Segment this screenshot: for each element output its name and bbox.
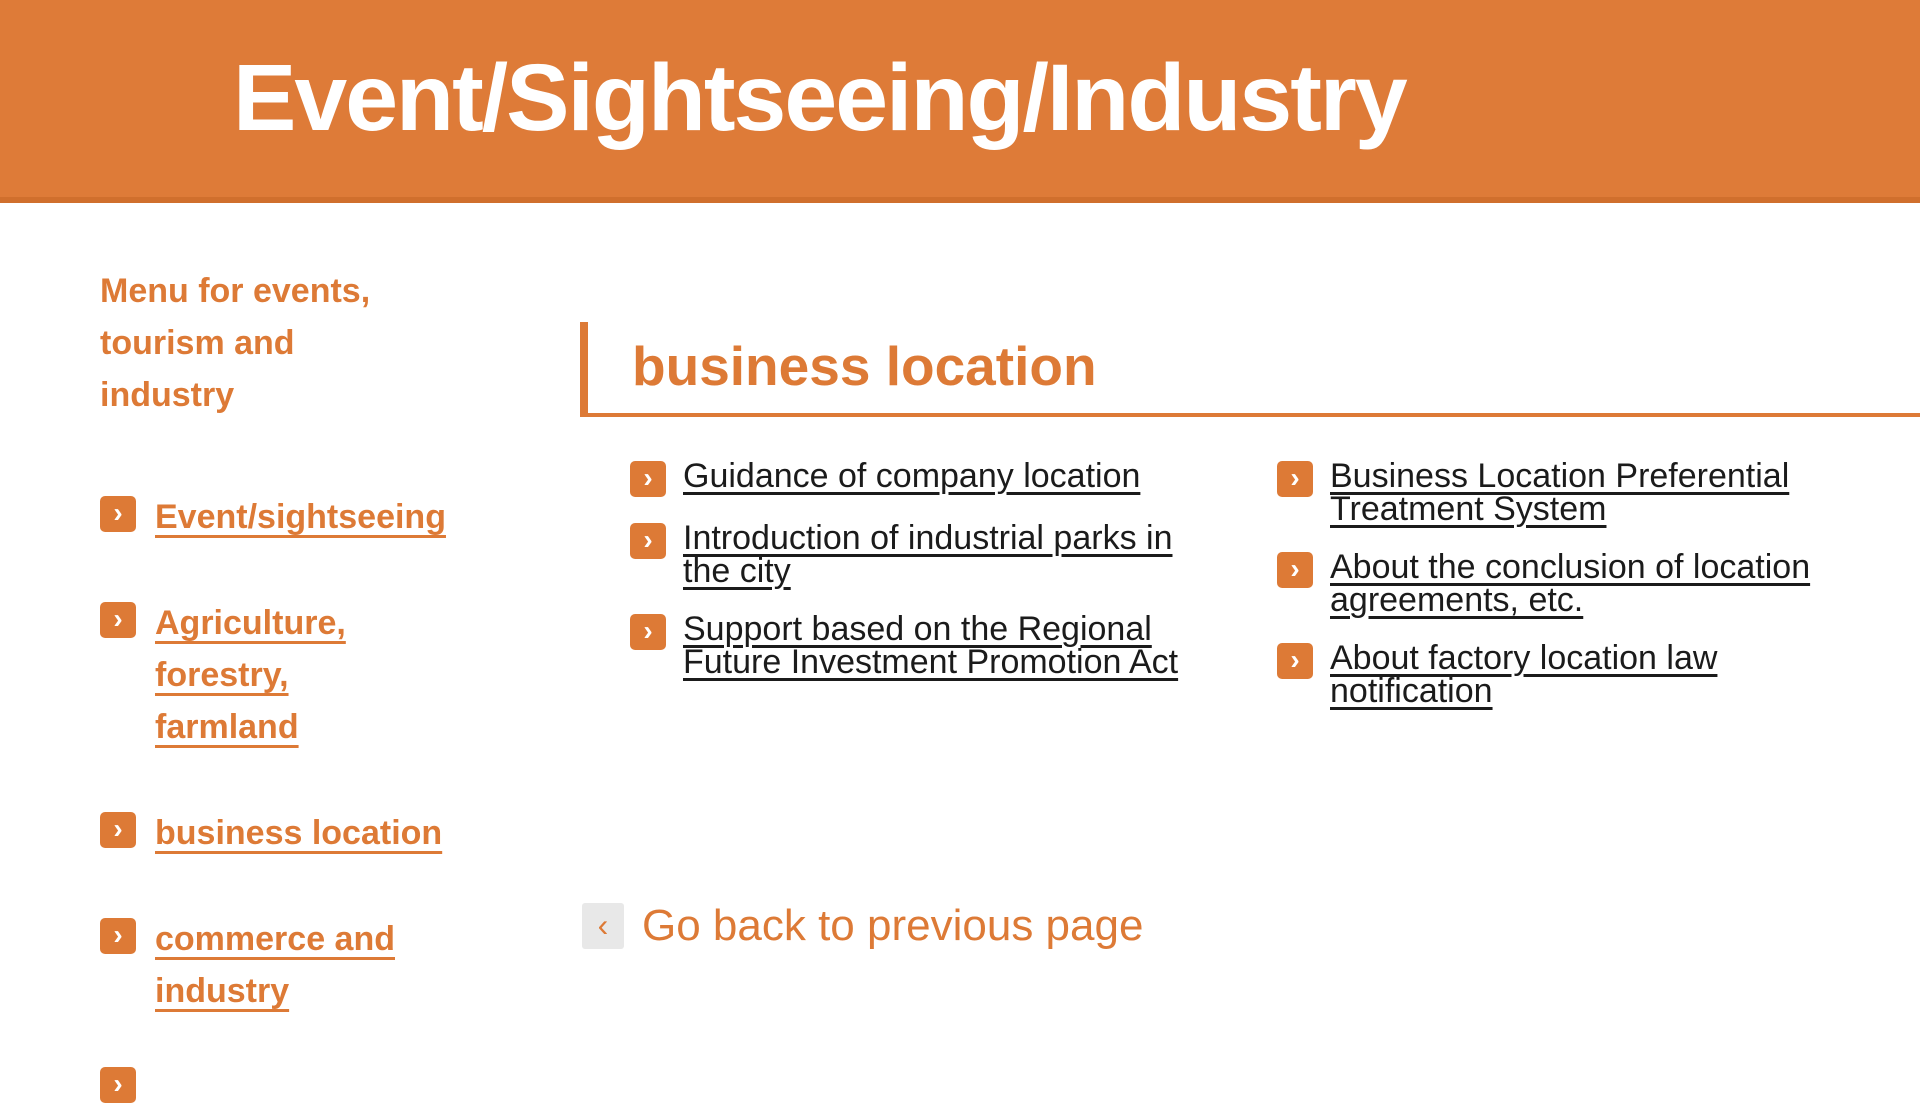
sidebar-link-label: industry [155, 972, 290, 1010]
link-label: About factory location law [1330, 639, 1718, 677]
sidebar-link-label: Agriculture, [155, 604, 346, 642]
sidebar-item-event-sightseeing: › Event/sightseeing [100, 491, 510, 543]
chevron-right-icon: › [630, 523, 666, 559]
sidebar-link-event-sightseeing[interactable]: › Event/sightseeing [100, 491, 510, 543]
chevron-right-icon: › [100, 812, 136, 848]
sidebar-link-label: commerce and [155, 920, 395, 958]
sidebar-link-label: Event/sightseeing [155, 498, 446, 536]
chevron-right-icon: › [100, 602, 136, 638]
chevron-left-icon: ‹ [582, 903, 624, 949]
link-introduction-of-industrial-parks[interactable]: › Introduction of industrial parks in th… [630, 519, 1277, 590]
go-back-label: Go back to previous page [642, 901, 1144, 950]
link-list-columns: › Guidance of company location › Introdu… [580, 457, 1920, 733]
link-label: Treatment System [1330, 490, 1607, 528]
chevron-right-icon: › [1277, 461, 1313, 497]
list-item: › About the conclusion of location agree… [1277, 548, 1920, 619]
list-item: › Introduction of industrial parks in th… [630, 519, 1277, 590]
link-column-right: › Business Location Preferential Treatme… [1277, 457, 1920, 733]
section-title: business location [632, 335, 1097, 397]
sidebar-link-label: farmland [155, 708, 299, 746]
link-column-left: › Guidance of company location › Introdu… [630, 457, 1277, 733]
sidebar-item-business-location: › business location [100, 807, 510, 859]
sidebar-link-label: business location [155, 814, 443, 852]
link-label: Future Investment Promotion Act [683, 643, 1179, 681]
sidebar-link-commerce-and-industry[interactable]: › commerce and industry [100, 913, 510, 1017]
sidebar-item-agriculture-forestry-farmland: › Agriculture, forestry, farmland [100, 597, 510, 753]
sidebar: Menu for events, tourism and industry › … [100, 203, 510, 1071]
sidebar-heading-line: tourism and [100, 324, 295, 362]
sidebar-item-commerce-and-industry: › commerce and industry [100, 913, 510, 1017]
link-label: About the conclusion of location [1330, 548, 1811, 586]
sidebar-menu: › Event/sightseeing › Agriculture, fores… [100, 491, 510, 1017]
go-back-link[interactable]: ‹ Go back to previous page [582, 903, 1143, 949]
link-guidance-of-company-location[interactable]: › Guidance of company location [630, 457, 1277, 497]
chevron-right-icon: › [100, 496, 136, 532]
link-label: Business Location Preferential [1330, 457, 1790, 495]
link-label: Support based on the Regional [683, 610, 1152, 648]
link-factory-location-law-notification[interactable]: › About factory location law notificatio… [1277, 639, 1920, 710]
page-header: Event/Sightseeing/Industry [0, 0, 1920, 203]
page-title: Event/Sightseeing/Industry [233, 45, 1408, 151]
sidebar-link-agriculture-forestry-farmland[interactable]: › Agriculture, forestry, farmland [100, 597, 510, 753]
link-label: Guidance of company location [683, 457, 1141, 495]
link-label: the city [683, 552, 791, 590]
list-item: › Guidance of company location [630, 457, 1277, 497]
list-item: › About factory location law notificatio… [1277, 639, 1920, 710]
sidebar-heading-line: industry [100, 376, 235, 414]
sidebar-heading: Menu for events, tourism and industry [100, 265, 510, 421]
link-label: agreements, etc. [1330, 581, 1584, 619]
section-heading: business location [580, 322, 1920, 417]
chevron-right-icon: › [100, 918, 136, 954]
main-content: business location › Guidance of company … [580, 322, 1920, 949]
sidebar-link-label: forestry, [155, 656, 289, 694]
link-business-location-preferential-treatment[interactable]: › Business Location Preferential Treatme… [1277, 457, 1920, 528]
chevron-right-icon: › [630, 461, 666, 497]
sidebar-heading-line: Menu for events, [100, 272, 371, 310]
chevron-right-icon: › [1277, 552, 1313, 588]
link-support-regional-future-investment[interactable]: › Support based on the Regional Future I… [630, 610, 1277, 681]
list-item: › Support based on the Regional Future I… [630, 610, 1277, 681]
chevron-right-icon: › [630, 614, 666, 650]
sidebar-link-business-location[interactable]: › business location [100, 807, 510, 859]
chevron-right-icon[interactable]: › [100, 1067, 136, 1103]
list-item: › Business Location Preferential Treatme… [1277, 457, 1920, 528]
link-label: notification [1330, 672, 1493, 710]
chevron-right-icon: › [1277, 643, 1313, 679]
link-conclusion-of-location-agreements[interactable]: › About the conclusion of location agree… [1277, 548, 1920, 619]
link-label: Introduction of industrial parks in [683, 519, 1173, 557]
